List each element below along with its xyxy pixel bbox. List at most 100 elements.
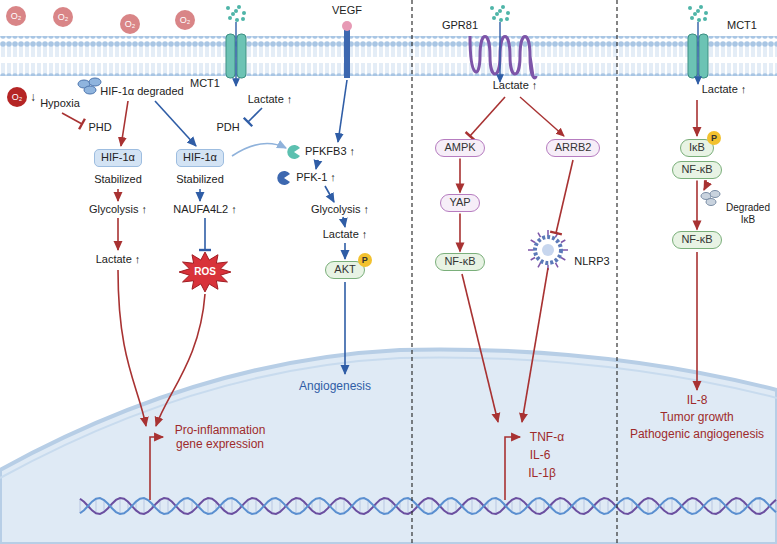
illustration-part	[520, 499, 521, 513]
illustration-part	[544, 500, 545, 512]
label-text: IL-1β	[528, 466, 556, 480]
label-text: NLRP3	[574, 255, 609, 267]
illustration-part	[512, 500, 513, 512]
pathway-label: MCT1	[190, 77, 220, 90]
label-text: Degraded IκB	[726, 202, 770, 225]
pathway-label: TNF-α	[530, 430, 564, 444]
illustration-part	[706, 199, 716, 206]
label-text: Lactate ↑	[96, 253, 141, 265]
illustration-part	[561, 258, 565, 261]
transport-arrows	[236, 22, 698, 136]
illustration-part	[192, 500, 193, 512]
illustration-part	[462, 274, 498, 422]
node-text: NF-κB	[681, 233, 712, 245]
illustration-part	[688, 500, 689, 512]
illustration-part	[208, 498, 209, 514]
illustration-part	[505, 17, 509, 21]
illustration-part	[84, 86, 96, 94]
label-text: PFK-1 ↑	[296, 171, 336, 183]
pathway-label: MCT1	[727, 19, 757, 32]
illustration-part	[296, 498, 297, 514]
label-text: MCT1	[190, 77, 220, 89]
dna-helix	[80, 498, 776, 514]
illustration-part	[556, 263, 559, 267]
illustration-part	[424, 500, 425, 512]
hif-degraded-icon	[78, 78, 101, 94]
illustration-part	[89, 78, 101, 86]
illustration-part	[712, 499, 713, 514]
ros-burst: ROS	[177, 251, 233, 293]
illustration-part	[506, 11, 510, 15]
illustration-part	[368, 500, 369, 512]
illustration-part	[472, 498, 473, 514]
illustration-part	[277, 171, 290, 185]
pathway-label: IL-8	[687, 393, 708, 407]
illustration-part	[344, 282, 346, 374]
illustration-part	[80, 498, 776, 514]
pathway-label: Tumor growth	[660, 410, 734, 424]
illustration-part	[531, 240, 535, 243]
protein-pill: IκBP	[680, 139, 714, 156]
pathway-label: GPR81	[442, 19, 478, 32]
gpr81-receptor	[470, 36, 536, 78]
illustration-part	[316, 160, 318, 169]
label-text: IL-6	[530, 448, 551, 462]
illustration-part	[556, 233, 559, 237]
starburst-outline	[179, 252, 231, 292]
illustration-part	[498, 9, 502, 13]
illustration-part	[547, 230, 549, 235]
node-text: O₂	[125, 19, 136, 30]
illustration-part	[117, 218, 119, 250]
oxygen-circle: O₂	[7, 87, 27, 107]
illustration-part	[234, 9, 238, 13]
label-text: Stabilized	[94, 173, 142, 185]
pathway-label: PFKFB3 ↑	[305, 145, 355, 158]
protein-pill: NF-κB	[672, 231, 721, 248]
node-text: IκB	[689, 141, 705, 153]
illustration-part	[499, 18, 503, 22]
illustration-part	[448, 499, 449, 514]
illustration-part	[0, 350, 777, 544]
illustration-part	[704, 180, 706, 190]
node-text: O₂	[12, 92, 23, 103]
oxygen-circle: O₂	[53, 7, 73, 27]
illustration-part	[242, 11, 246, 15]
label-text: PHD	[88, 121, 111, 133]
pathway-label: Angiogenesis	[299, 379, 371, 393]
pathway-label: Glycolysis ↑	[311, 203, 369, 216]
illustration-part	[338, 80, 347, 142]
node-text: O₂	[58, 12, 69, 23]
protein-pill: YAP	[440, 194, 479, 211]
pathway-label: Stabilized	[176, 173, 224, 186]
illustration-part	[563, 249, 568, 251]
illustration-part	[501, 5, 505, 9]
blue-pathway-arrows	[155, 80, 347, 374]
label-text: NAUFA4L2 ↑	[173, 203, 237, 215]
phospho-mark: P	[707, 131, 721, 145]
node-text: P	[362, 255, 368, 266]
illustration-part	[697, 18, 701, 22]
label-text: Lactate ↑	[323, 228, 368, 240]
illustration-part	[720, 500, 721, 512]
illustration-part	[490, 6, 494, 10]
node-text: AKT	[334, 263, 355, 275]
illustration-part	[231, 12, 235, 16]
illustration-part	[121, 101, 128, 146]
illustration-part	[776, 500, 777, 513]
illustration-part	[118, 270, 146, 426]
node-text: YAP	[449, 196, 470, 208]
label-text: IL-8	[687, 393, 708, 407]
label-text: Lactate ↑	[493, 79, 538, 91]
label-text: Pro-inflammation gene expression	[175, 423, 266, 451]
label-text: Hypoxia	[40, 97, 80, 109]
pathway-label: Lactate ↑	[96, 253, 141, 266]
pathway-label: PFK-1 ↑	[296, 171, 336, 184]
pathway-label: Degraded IκB	[723, 202, 773, 226]
node-text: AMPK	[444, 141, 475, 153]
illustration-part	[237, 34, 246, 78]
illustration-part	[616, 0, 617, 544]
pathway-arrow	[696, 181, 698, 230]
label-text: TNF-α	[530, 430, 564, 444]
